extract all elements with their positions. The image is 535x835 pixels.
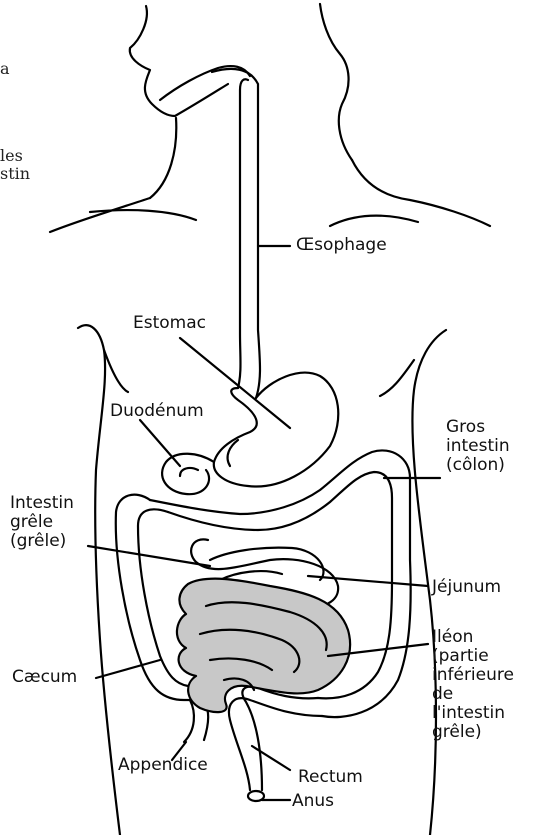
- leader-caecum: [96, 660, 160, 678]
- label-ileon-line: inférieure: [432, 666, 514, 685]
- torso-left-inner: [104, 350, 128, 392]
- label-gros-intestin-line: Gros: [446, 418, 510, 437]
- label-intestin-grele-line: Intestin: [10, 494, 74, 513]
- label-rectum: Rectum: [298, 768, 363, 787]
- label-anus: Anus: [292, 792, 334, 811]
- label-gros-intestin: Gros intestin (côlon): [446, 418, 510, 475]
- neck-left: [150, 118, 176, 198]
- label-ileon-line: Iléon: [432, 628, 514, 647]
- label-intestin-grele-line: grêle: [10, 513, 74, 532]
- appendix: [184, 700, 194, 742]
- label-appendice: Appendice: [118, 756, 208, 775]
- collarbone-left: [90, 210, 196, 220]
- stomach: [214, 373, 338, 487]
- collarbone-right: [330, 216, 418, 226]
- edge-text-1: a: [0, 60, 10, 78]
- label-estomac: Estomac: [133, 314, 206, 333]
- leader-rectum: [252, 746, 290, 770]
- label-oesophage: Œsophage: [296, 236, 387, 255]
- label-ileon-line: l'intestin: [432, 704, 514, 723]
- label-intestin-grele-line: (grêle): [10, 532, 74, 551]
- label-gros-intestin-line: (côlon): [446, 456, 510, 475]
- face-profile: [130, 6, 228, 116]
- label-jejunum: Jéjunum: [432, 578, 501, 597]
- ileum-shaded: [177, 579, 350, 712]
- label-ileon: Iléon (partie inférieure de l'intestin g…: [432, 628, 514, 742]
- label-intestin-grele: Intestin grêle (grêle): [10, 494, 74, 551]
- label-ileon-line: de: [432, 685, 514, 704]
- label-duodenum: Duodénum: [110, 402, 204, 421]
- edge-text-2: les: [0, 147, 23, 165]
- label-caecum: Cæcum: [12, 668, 77, 687]
- edge-text-3: stin: [0, 165, 30, 183]
- label-gros-intestin-line: intestin: [446, 437, 510, 456]
- duodenum: [162, 454, 214, 494]
- label-ileon-line: grêle): [432, 723, 514, 742]
- small-intestine-loop-2: [210, 548, 324, 580]
- esophagus-outer: [212, 69, 260, 398]
- label-ileon-line: (partie: [432, 647, 514, 666]
- esophagus-inner: [238, 79, 248, 388]
- leader-duodenum: [140, 420, 180, 466]
- shoulder-left: [50, 198, 150, 232]
- oral-cavity: [160, 66, 250, 100]
- back-of-head: [320, 4, 352, 160]
- torso-right-inner: [380, 360, 414, 396]
- duodenum-inner: [180, 468, 198, 476]
